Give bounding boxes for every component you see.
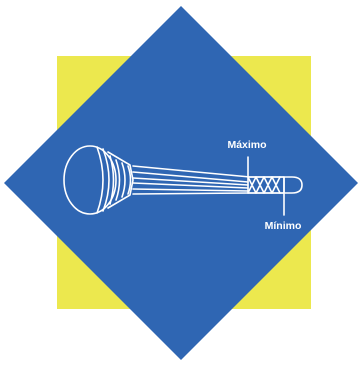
maximum-label: Máximo <box>227 139 266 151</box>
minimum-label: Mínimo <box>265 220 302 232</box>
